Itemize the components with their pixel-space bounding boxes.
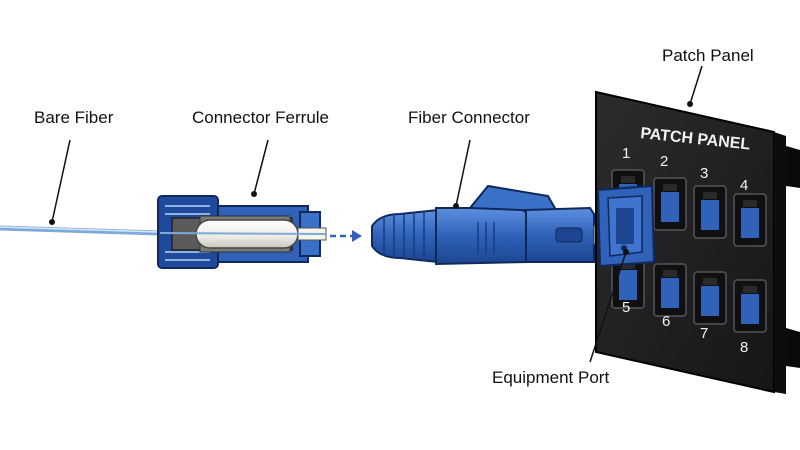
port-number-1: 1: [622, 145, 630, 162]
port-number-7: 7: [700, 325, 708, 342]
label-fiber-connector: Fiber Connector: [408, 108, 530, 127]
label-patch-panel: Patch Panel: [662, 46, 754, 65]
label-bare-fiber: Bare Fiber: [34, 108, 114, 127]
port-number-4: 4: [740, 177, 748, 194]
leader-lines: [51, 65, 703, 363]
patch-panel: [595, 90, 800, 394]
panel-port-7: [693, 271, 727, 325]
port-number-8: 8: [740, 339, 748, 356]
panel-port-2: [653, 177, 687, 231]
insertion-arrow: [330, 230, 362, 242]
panel-port-3: [693, 185, 727, 239]
fiber-connector: [371, 184, 609, 266]
equipment-port-connector: [596, 184, 656, 268]
port-number-2: 2: [660, 153, 668, 170]
connector-ferrule: [157, 195, 327, 269]
bare-fiber: [0, 225, 161, 236]
label-equipment-port: Equipment Port: [492, 368, 610, 387]
port-number-3: 3: [700, 165, 708, 182]
label-connector-ferrule: Connector Ferrule: [192, 108, 330, 127]
port-number-5: 5: [622, 299, 630, 316]
panel-port-4: [733, 193, 767, 247]
panel-port-6: [653, 263, 687, 317]
port-number-6: 6: [662, 313, 670, 330]
leader-dots: [49, 101, 693, 255]
panel-port-8: [733, 279, 767, 333]
